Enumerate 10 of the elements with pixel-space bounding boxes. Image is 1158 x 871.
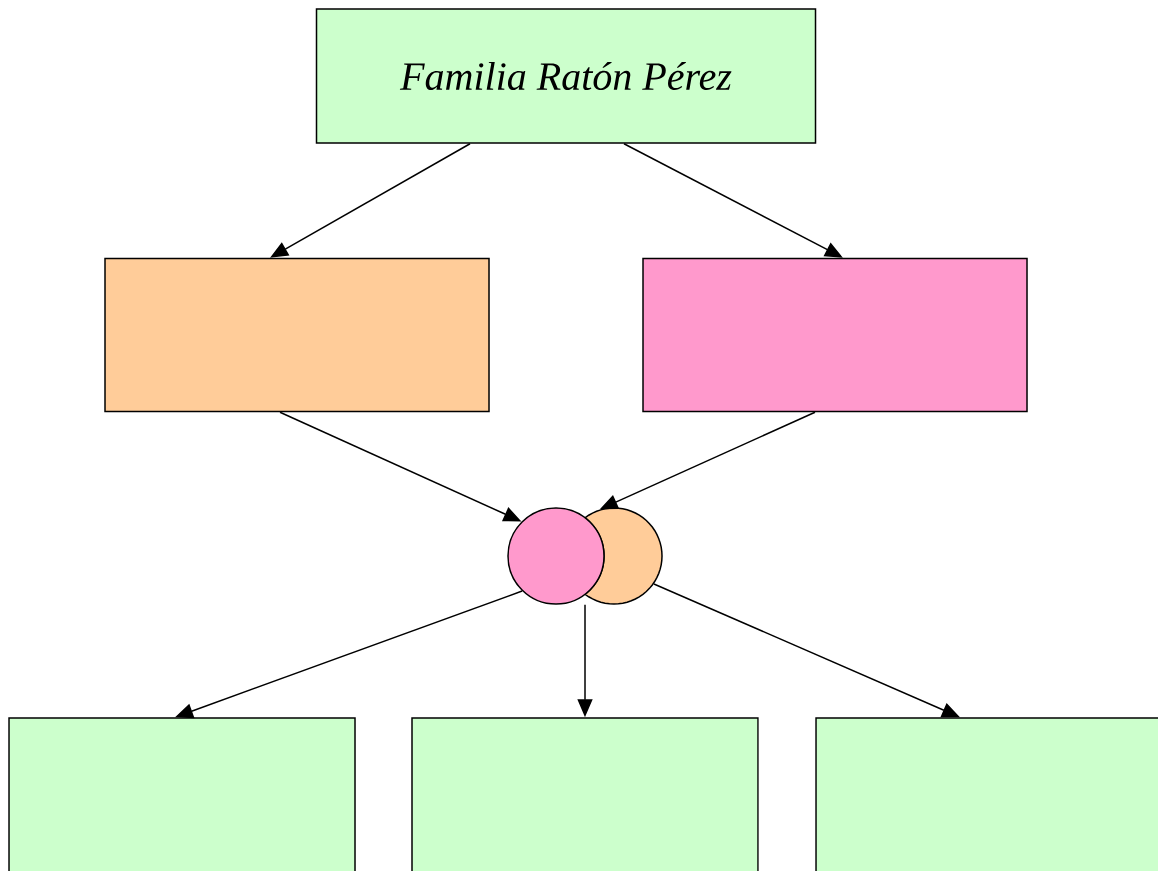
crescent: [583, 507, 663, 605]
title-box: Familia Ratón Pérez: [315, 8, 817, 144]
arrow: [623, 143, 843, 258]
arrow: [270, 143, 471, 258]
empty-box: [642, 257, 1028, 413]
empty-box: [411, 717, 759, 871]
empty-box: [8, 717, 356, 871]
empty-box: [104, 257, 490, 413]
circle: [507, 507, 605, 605]
empty-box: [815, 717, 1158, 871]
